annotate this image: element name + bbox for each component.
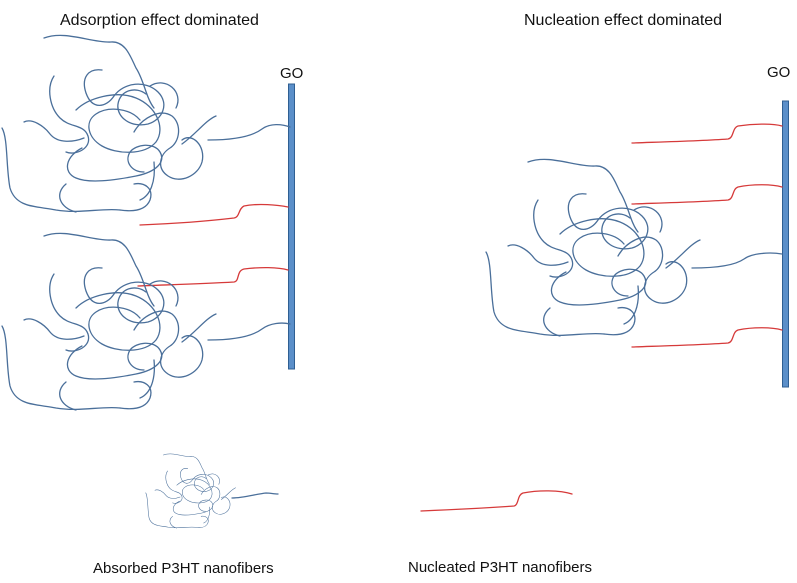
- coil-tether-lower: [207, 322, 291, 341]
- p3ht-coil-right: [485, 158, 701, 337]
- legend-adsorbed-label: Absorbed P3HT nanofibers: [93, 560, 274, 577]
- nucleated-fiber-right-1: [631, 123, 783, 144]
- nucleated-fiber-right-2: [631, 184, 783, 205]
- legend-nucleated-label: Nucleated P3HT nanofibers: [408, 559, 592, 576]
- legend-nucleated-fiber-icon: [420, 490, 573, 512]
- go-label-right: GO: [767, 64, 790, 81]
- p3ht-coil-adsorbed-lower: [1, 232, 217, 411]
- left-panel-title: Adsorption effect dominated: [60, 12, 259, 29]
- nucleated-fiber-left-1: [139, 203, 289, 226]
- legend-adsorbed-tether: [231, 492, 279, 499]
- legend-adsorbed-coil-icon: [145, 453, 236, 529]
- coil-tether-upper: [207, 123, 291, 141]
- coil-tether-right: [691, 252, 783, 269]
- right-panel-title: Nucleation effect dominated: [524, 12, 722, 29]
- nucleated-fiber-left-2: [137, 266, 289, 287]
- go-sheet-right: [782, 100, 789, 388]
- nucleated-fiber-right-3: [631, 327, 783, 348]
- go-sheet-left: [288, 83, 295, 370]
- p3ht-coil-adsorbed-upper: [1, 34, 217, 213]
- go-label-left: GO: [280, 65, 303, 82]
